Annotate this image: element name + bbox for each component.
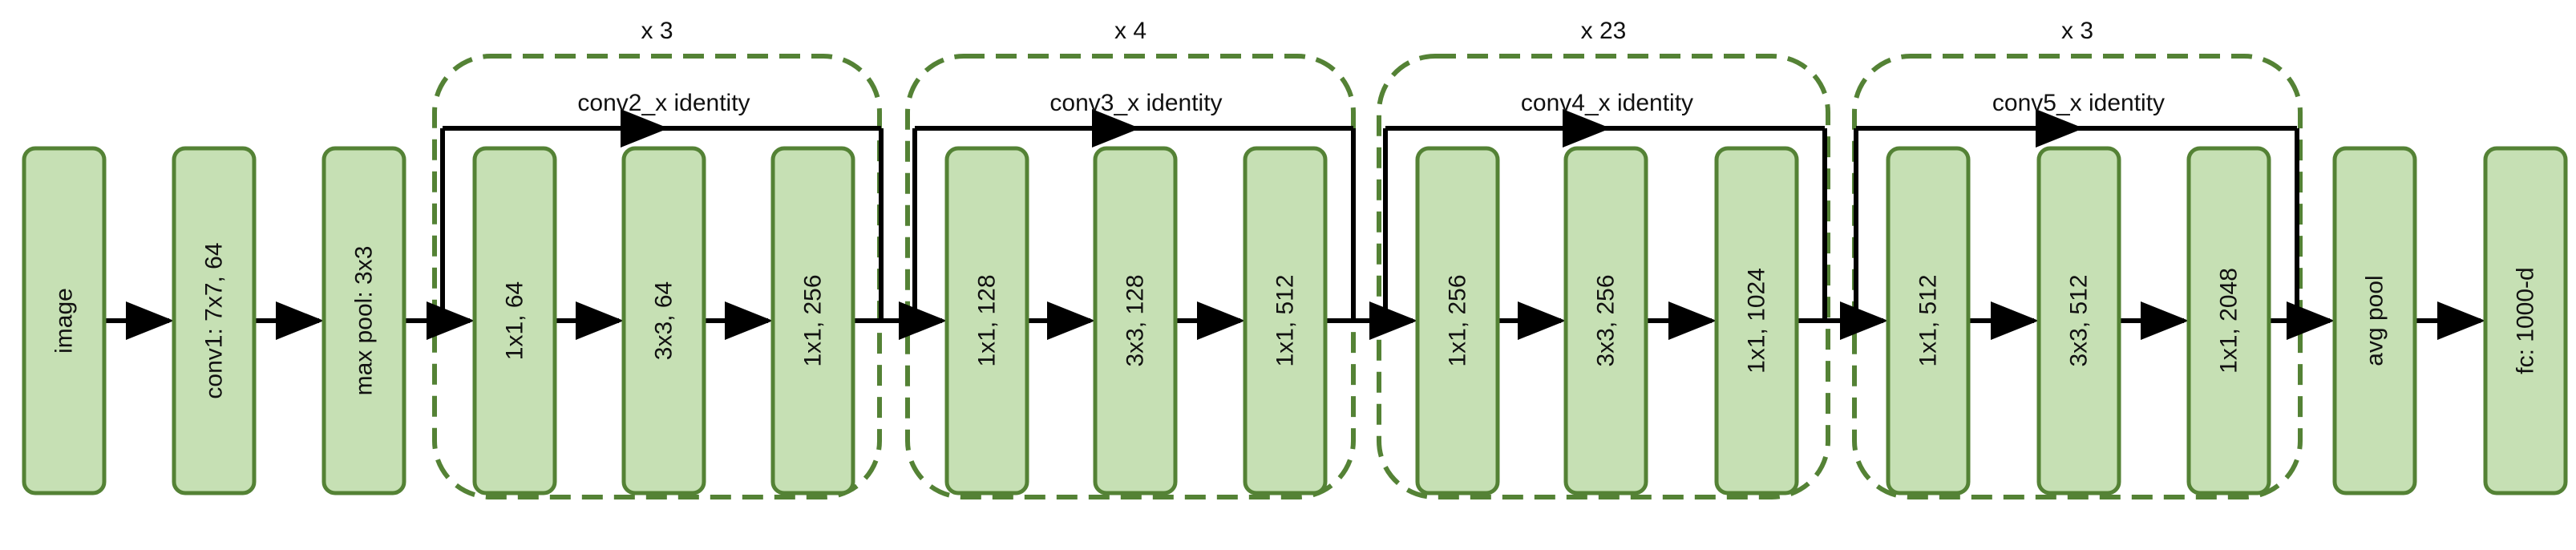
layer-label: 1x1, 256: [1445, 274, 1471, 366]
layer-image: image: [22, 146, 107, 495]
layer-label: 1x1, 64: [502, 281, 528, 360]
layer-label: fc: 1000-d: [2513, 267, 2539, 374]
layer-label: 1x1, 1024: [1744, 268, 1770, 374]
stage-5-layer-2: 3x3, 512: [2036, 146, 2121, 495]
stage-4-layer-1: 1x1, 256: [1415, 146, 1500, 495]
layer-label: 1x1, 2048: [2216, 268, 2242, 374]
layer-box-shape: [1415, 146, 1500, 495]
identity-label: conv2_x identity: [577, 90, 750, 116]
layer-box-shape: [172, 146, 257, 495]
layer-label: 3x3, 128: [1122, 274, 1149, 366]
layer-box-shape: [1093, 146, 1178, 495]
layer-label: 1x1, 128: [974, 274, 1001, 366]
layer-box-shape: [1886, 146, 1971, 495]
layer-label: 1x1, 512: [1915, 274, 1942, 366]
stage-5-layer-3: 1x1, 2048: [2186, 146, 2271, 495]
layer-label: 1x1, 512: [1272, 274, 1299, 366]
stage-3-layer-2: 3x3, 128: [1093, 146, 1178, 495]
layer-box-shape: [472, 146, 557, 495]
stage-2-layer-2: 3x3, 64: [621, 146, 706, 495]
stage-repeat-label: x 3: [2061, 18, 2093, 44]
stage-2-layer-3: 1x1, 256: [770, 146, 855, 495]
layer-label: image: [51, 288, 78, 354]
layer-box-shape: [2186, 146, 2271, 495]
layer-box-shape: [2483, 146, 2568, 495]
layer-box-shape: [2036, 146, 2121, 495]
identity-label: conv4_x identity: [1521, 90, 1693, 116]
stage-3-layer-1: 1x1, 128: [944, 146, 1029, 495]
stage-repeat-label: x 3: [641, 18, 673, 44]
stage-4-layer-3: 1x1, 1024: [1714, 146, 1799, 495]
layer-fc-1000-d: fc: 1000-d: [2483, 146, 2568, 495]
stage-group-4: [1377, 54, 1830, 499]
layer-label: 3x3, 512: [2066, 274, 2093, 366]
layer-box-shape: [321, 146, 406, 495]
layer-box-shape: [770, 146, 855, 495]
layer-max-pool-3x3: max pool: 3x3: [321, 146, 406, 495]
layer-label: 3x3, 64: [651, 281, 677, 360]
layer-box-shape: [1714, 146, 1799, 495]
stage-5-layer-1: 1x1, 512: [1886, 146, 1971, 495]
stage-3-layer-3: 1x1, 512: [1243, 146, 1328, 495]
layer-avg-pool: avg pool: [2332, 146, 2417, 495]
layer-box-shape: [1243, 146, 1328, 495]
identity-label: conv3_x identity: [1049, 90, 1222, 116]
stage-2-layer-1: 1x1, 64: [472, 146, 557, 495]
layer-box-shape: [2332, 146, 2417, 495]
layer-box-shape: [22, 146, 107, 495]
layer-label: conv1: 7x7, 64: [201, 242, 228, 398]
layer-label: 1x1, 256: [800, 274, 827, 366]
stage-repeat-label: x 23: [1581, 18, 1627, 44]
layer-label: avg pool: [2362, 275, 2388, 366]
layer-box-shape: [1563, 146, 1648, 495]
layer-conv1-7x7-64: conv1: 7x7, 64: [172, 146, 257, 495]
stage-4-layer-2: 3x3, 256: [1563, 146, 1648, 495]
layer-label: max pool: 3x3: [351, 246, 378, 396]
layer-label: 3x3, 256: [1593, 274, 1620, 366]
stage-repeat-label: x 4: [1114, 18, 1146, 44]
layer-box-shape: [944, 146, 1029, 495]
layer-box-shape: [621, 146, 706, 495]
identity-label: conv5_x identity: [1992, 90, 2165, 116]
